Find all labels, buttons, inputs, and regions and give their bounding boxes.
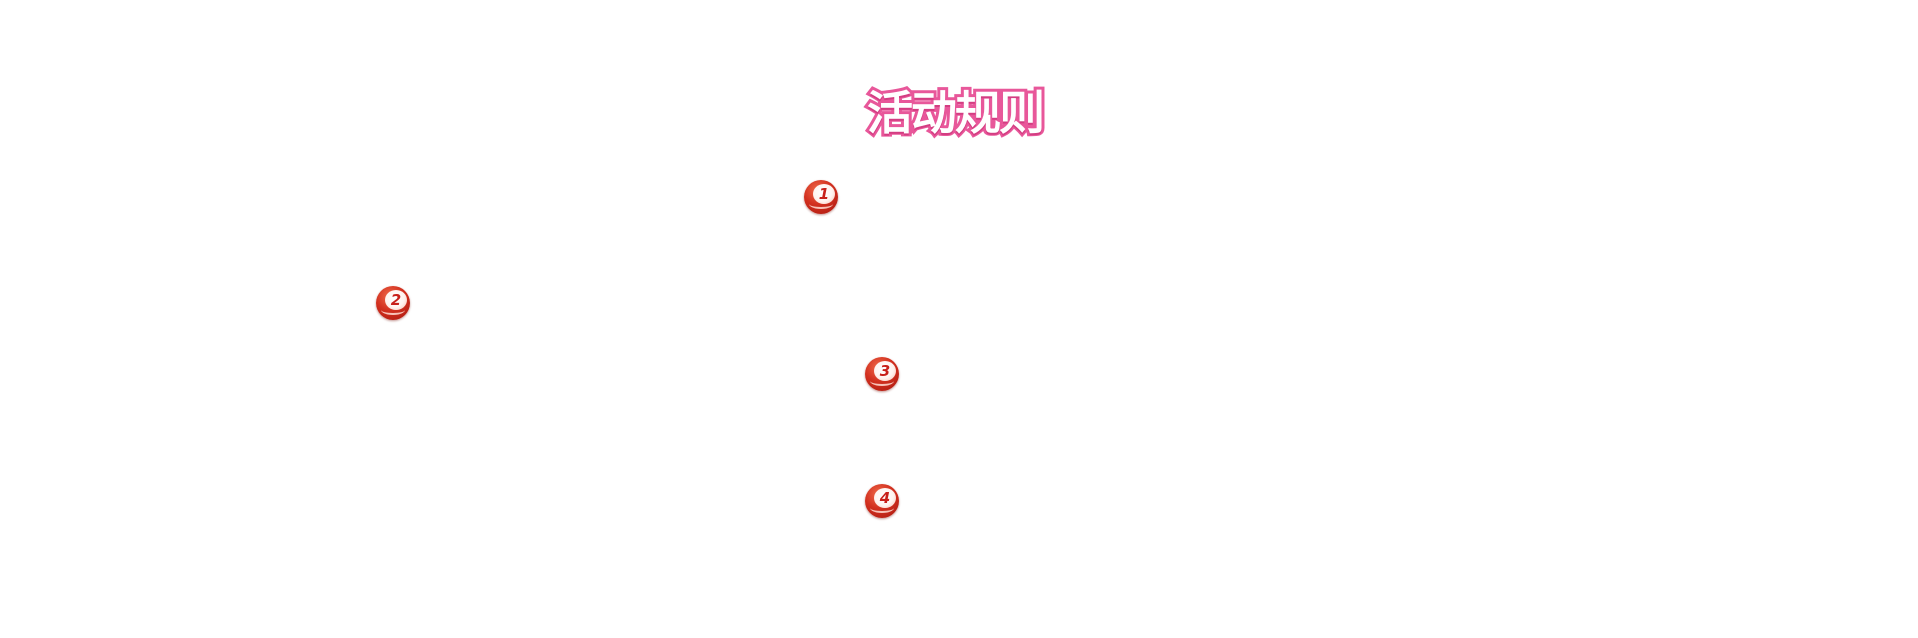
rule-number: 1 xyxy=(818,185,830,203)
rule-number: 4 xyxy=(879,489,891,507)
badge-swoosh xyxy=(809,199,833,209)
rule-number: 2 xyxy=(390,291,402,309)
rule-number-badge-1: 1 xyxy=(804,180,838,214)
badge-swoosh xyxy=(870,503,894,513)
page-title: 活动规则 xyxy=(853,84,1057,142)
page-title-text: 活动规则 xyxy=(864,86,1048,140)
rule-number-badge-4: 4 xyxy=(865,484,899,518)
rule-number: 3 xyxy=(879,362,891,380)
rule-number-badge-2: 2 xyxy=(376,286,410,320)
badge-swoosh xyxy=(870,376,894,386)
badge-swoosh xyxy=(381,305,405,315)
rule-number-badge-3: 3 xyxy=(865,357,899,391)
